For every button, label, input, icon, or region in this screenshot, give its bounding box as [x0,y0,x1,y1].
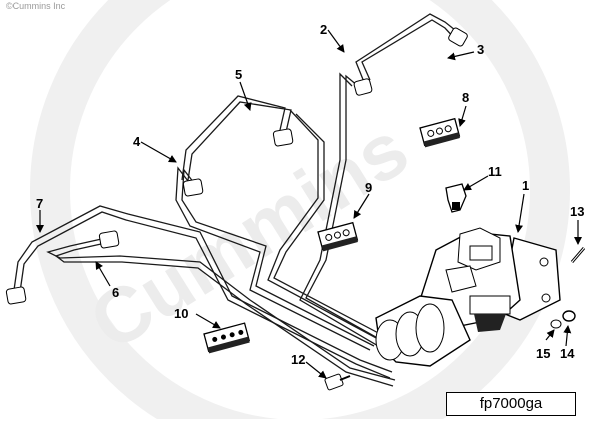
banjo-fitting-12 [324,373,351,391]
callout-2: 2 [320,22,327,37]
callout-13: 13 [570,204,584,219]
callout-5: 5 [235,67,242,82]
copyright-notice: ©Cummins Inc [6,1,66,11]
clamp-block-8 [419,117,461,148]
callout-1: 1 [522,178,529,193]
callout-12: 12 [291,352,305,367]
callout-14: 14 [560,346,575,361]
injection-pump [375,227,561,367]
callout-8: 8 [462,90,469,105]
leader-lines [36,29,582,379]
callout-10: 10 [174,306,188,321]
clamp-block-10 [203,322,251,354]
bracket-11 [445,183,467,213]
stud-13 [570,247,586,263]
clamp-block-9 [317,221,359,252]
callout-4: 4 [133,134,141,149]
fuel-lines [13,13,461,387]
callout-9: 9 [365,180,372,195]
washer-14 [562,310,576,322]
callouts: 1 2 3 4 5 6 7 8 9 10 11 12 13 14 15 [36,22,584,367]
line-nuts [5,27,468,305]
callout-11: 11 [488,164,502,179]
watermark-text: Cummins [75,104,423,367]
callout-7: 7 [36,196,43,211]
callout-6: 6 [112,285,119,300]
callout-3: 3 [477,42,484,57]
figure-id-box: fp7000ga [446,392,576,416]
nut-15 [550,319,562,329]
callout-15: 15 [536,346,550,361]
